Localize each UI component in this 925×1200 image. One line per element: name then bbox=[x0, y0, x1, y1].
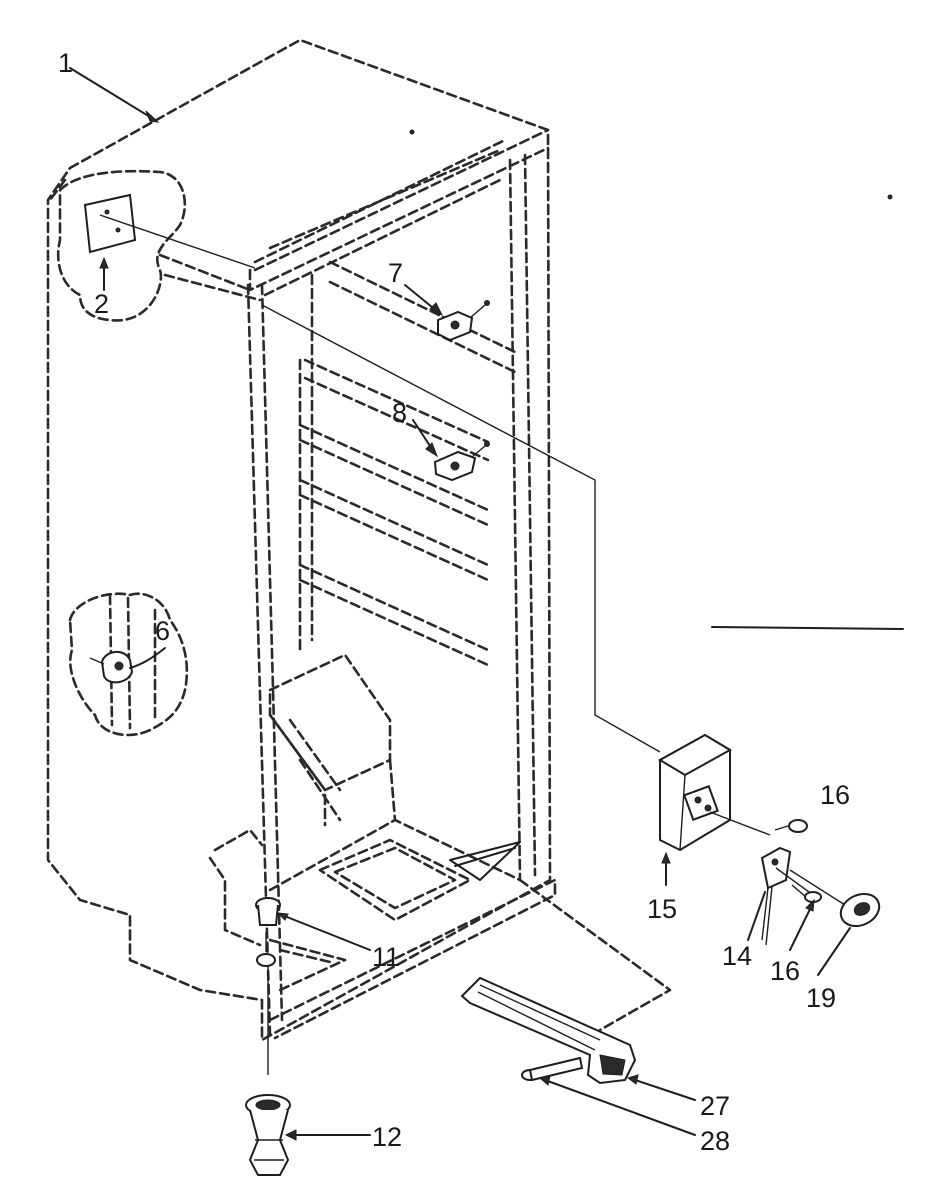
callout-16-upper: 16 bbox=[820, 780, 850, 810]
pin-part-28 bbox=[521, 1056, 584, 1082]
grommet-part-11 bbox=[255, 897, 281, 1075]
knob-part-19 bbox=[789, 869, 881, 928]
callout-12: 12 bbox=[372, 1122, 402, 1152]
leader-lines bbox=[69, 67, 851, 1141]
detail-bubble-upper bbox=[56, 169, 256, 322]
callout-19: 19 bbox=[806, 983, 836, 1013]
callout-27: 27 bbox=[700, 1091, 730, 1121]
callout-6: 6 bbox=[155, 616, 170, 646]
callout-1: 1 bbox=[58, 48, 73, 78]
callout-28: 28 bbox=[700, 1126, 730, 1156]
shelf-ribs bbox=[298, 273, 490, 667]
hole-mark bbox=[409, 129, 415, 135]
lower-compartment bbox=[268, 653, 522, 992]
separator-line bbox=[711, 626, 904, 630]
callout-8: 8 bbox=[392, 398, 407, 428]
screw-part-16-upper bbox=[774, 819, 808, 833]
callout-14: 14 bbox=[722, 941, 752, 971]
bracket-part-8 bbox=[433, 441, 490, 482]
speck-mark bbox=[887, 194, 893, 200]
drain-tray-part-27 bbox=[460, 878, 672, 1085]
cabinet-shell bbox=[46, 38, 557, 1042]
top-rail bbox=[253, 138, 517, 374]
mounting-plate-part bbox=[83, 193, 137, 254]
connector-wire bbox=[261, 304, 661, 753]
detail-bubble-side bbox=[68, 592, 189, 737]
callout-2: 2 bbox=[94, 289, 109, 319]
control-housing-part-15 bbox=[658, 733, 771, 852]
callout-7: 7 bbox=[388, 258, 403, 288]
bracket-part-7 bbox=[437, 300, 490, 342]
callout-11: 11 bbox=[372, 942, 400, 972]
callout-15: 15 bbox=[647, 894, 677, 924]
callout-16-lower: 16 bbox=[770, 956, 800, 986]
leveling-foot-part-12 bbox=[245, 1094, 291, 1176]
